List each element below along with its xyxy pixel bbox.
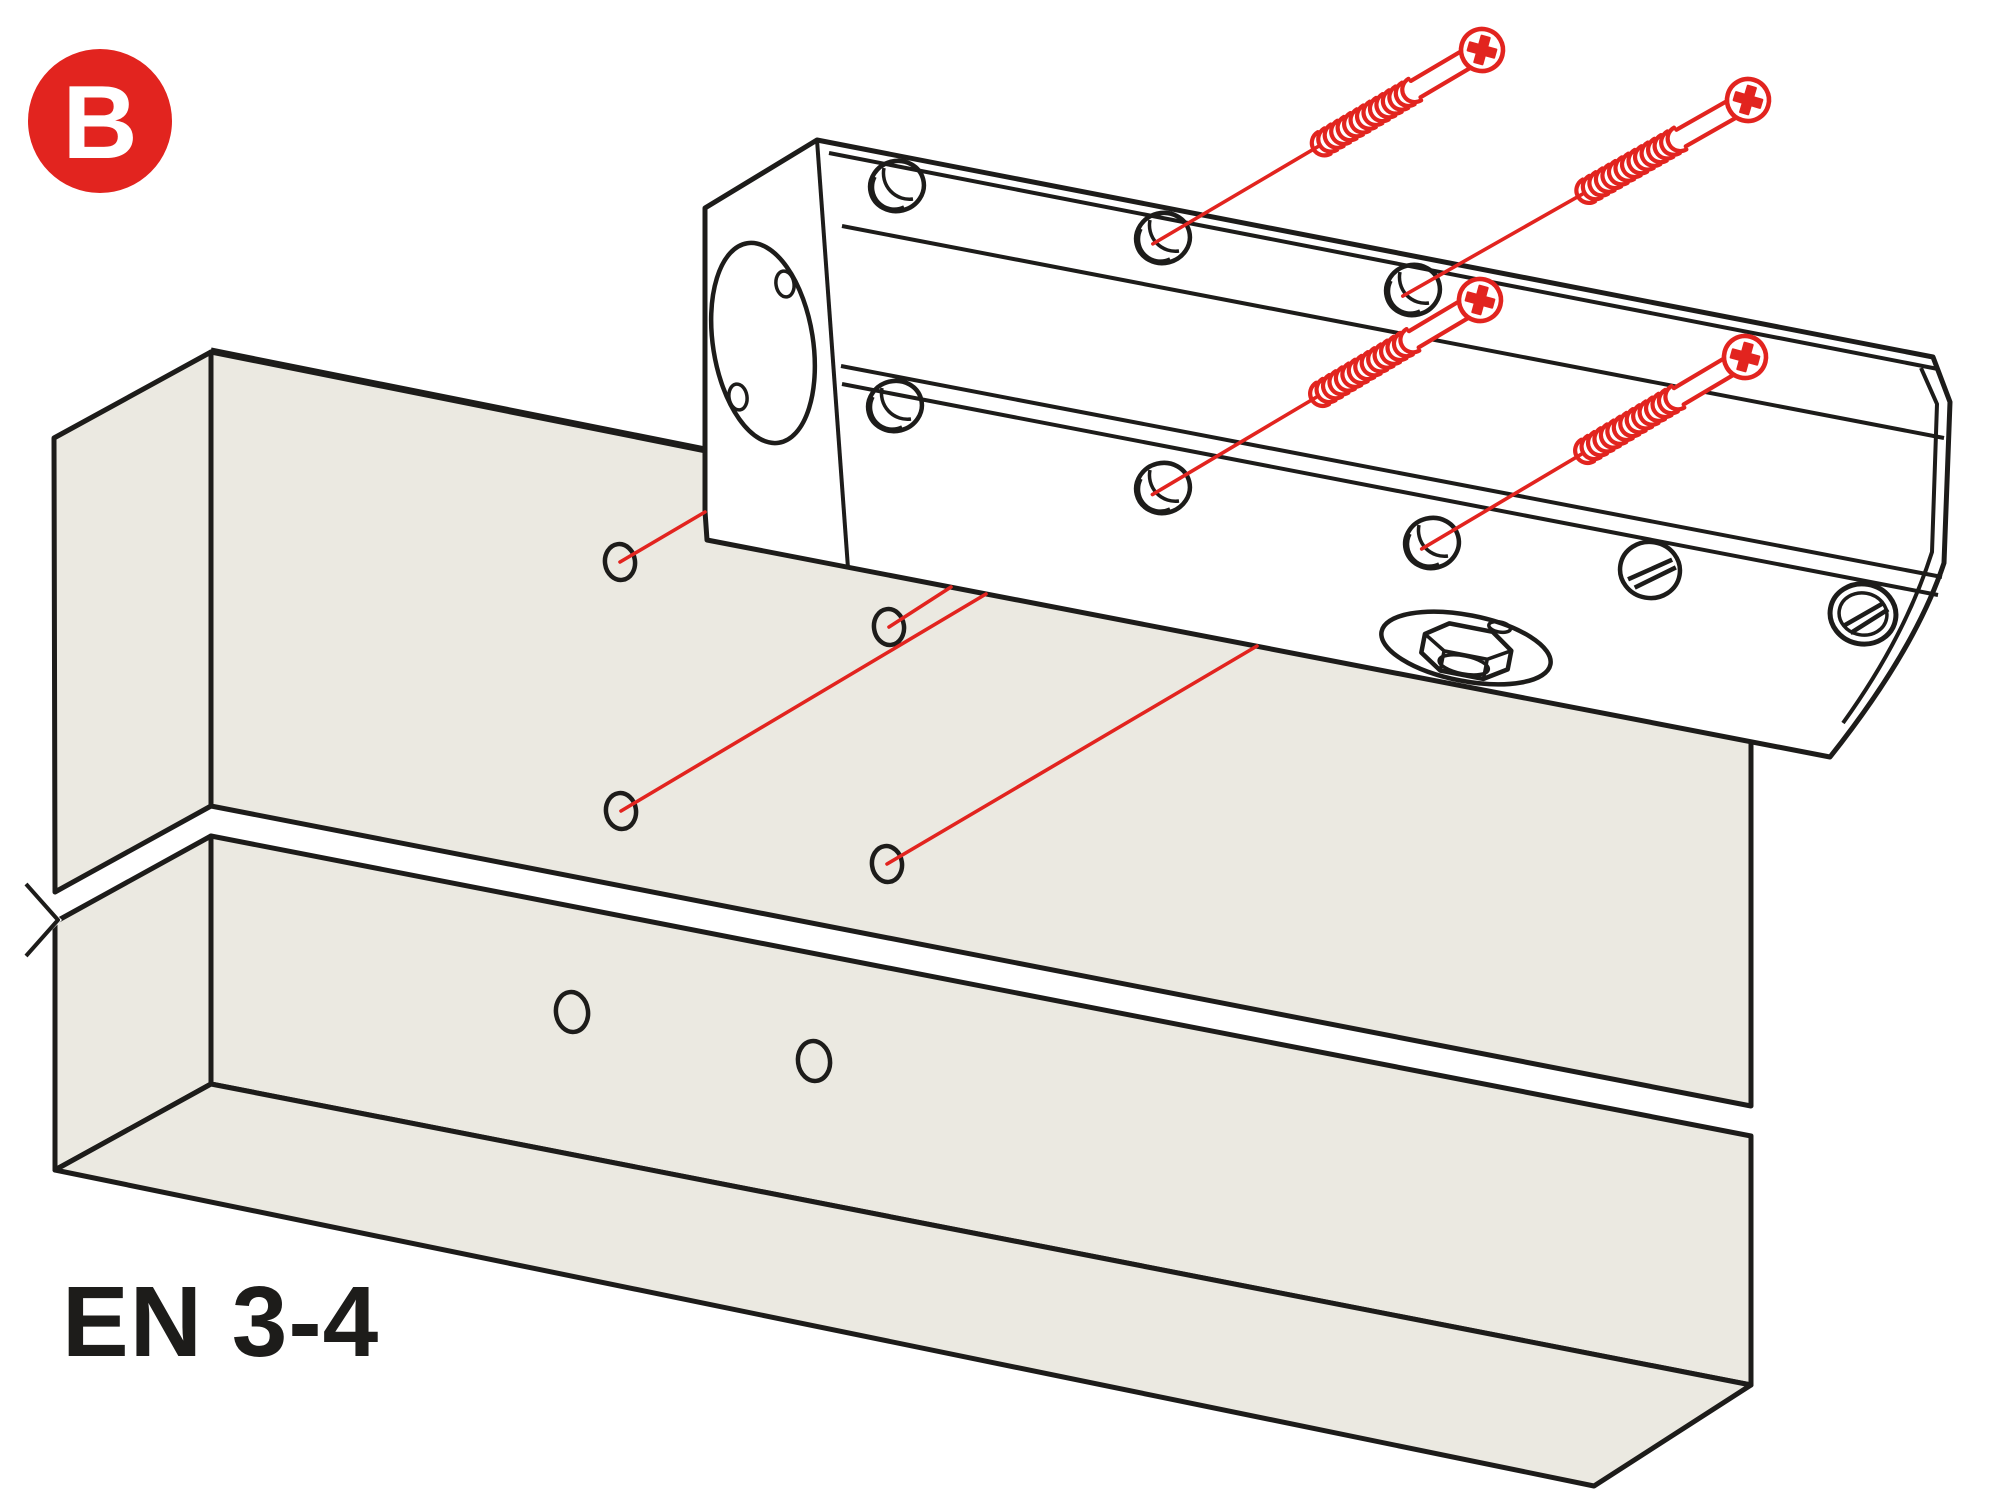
mounting-screw-2 [1401,71,1777,298]
screw-axis-line-4 [1419,447,1593,551]
pilot-hole-3 [603,790,639,832]
closer-ridge-2b [841,382,1939,597]
screw-2-body [1568,71,1777,214]
pilot-hole-1 [602,541,638,583]
door-top-edge [210,347,706,452]
pilot-hole-2 [871,606,907,648]
screw-axis-line-2 [1401,187,1594,298]
closer-end-cap-line [1841,367,1939,725]
mounting-screw-3 [1150,271,1509,497]
closer-ridge-1 [841,224,1945,440]
hex-nut [1419,621,1514,682]
mounting-screw-4 [1419,328,1774,551]
force-rating-label: EN 3-4 [62,1266,379,1378]
pilot-line-2 [887,585,953,629]
door-leaf-upper [51,349,1754,1109]
screw-1-body [1303,21,1511,167]
pilot-line-4 [885,644,1259,866]
spindle-valve [1379,609,1553,687]
door-upper-left-face [51,349,214,895]
door-leaf-lower [52,833,1754,1489]
door-closer-body [702,137,1953,760]
badge-letter: B [62,65,137,181]
pilot-line-1 [618,510,707,564]
hex-nut-bore [1437,653,1491,677]
badge-circle [28,49,172,193]
door-lower-bottom-face [52,1081,1754,1489]
adjustment-screw-2 [1827,581,1899,647]
pilot-line-3 [619,592,988,813]
screw-axis-line-3 [1150,390,1328,497]
end-face-hole-bottom [727,382,749,412]
lower-door-hole-2 [795,1038,833,1084]
closer-ridge-2a [840,364,1943,579]
valve-tab [1487,619,1513,635]
closer-front-left-edge [815,139,850,569]
mounting-screw-1 [1151,21,1511,246]
valve-washer [1379,609,1553,687]
screw-axis-line-1 [1151,139,1329,246]
lower-door-hole-1 [553,989,591,1035]
pilot-hole-4 [869,843,905,885]
end-face-hole-top [774,269,796,299]
closer-top-sliver-line [828,151,1939,371]
projection-lines [618,510,1259,866]
pilot-holes [553,541,907,1084]
door-break-mark [22,880,62,960]
closer-end-face [708,240,818,446]
spindle-boss [708,240,818,446]
adjustment-screw-1 [1617,539,1683,601]
closer-silhouette [702,137,1953,760]
step-badge: B [28,49,172,193]
